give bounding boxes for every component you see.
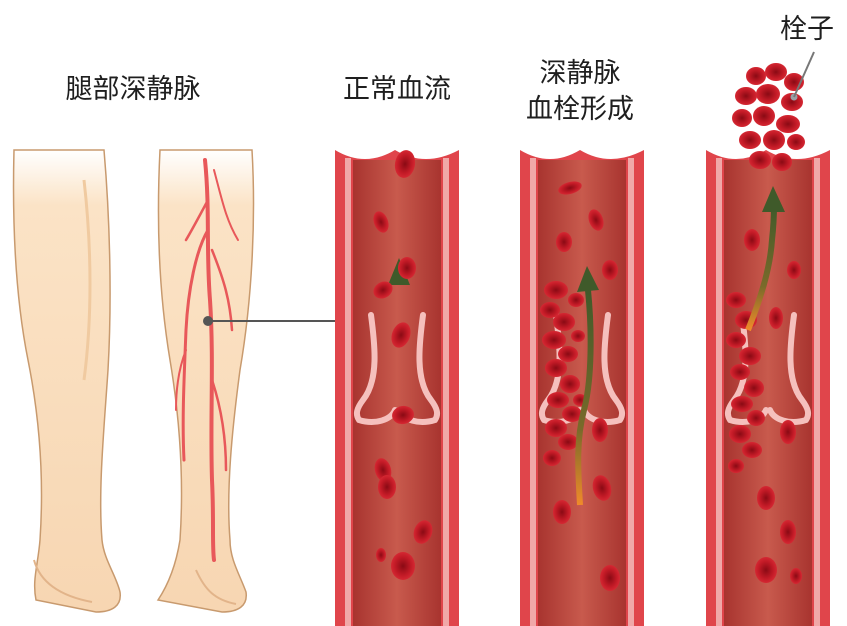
legs-illustration <box>14 150 340 612</box>
vessel-embolus <box>706 52 830 626</box>
vessel-normal-flow <box>335 148 459 626</box>
label-dvt-line1: 深静脉 <box>510 56 650 92</box>
label-dvt-line2: 血栓形成 <box>498 92 662 128</box>
embolus-clump <box>732 63 805 171</box>
label-embolus: 栓子 <box>772 12 842 48</box>
label-leg-deep-veins: 腿部深静脉 <box>48 72 218 108</box>
right-leg <box>158 150 254 612</box>
label-normal-flow: 正常血流 <box>322 72 472 108</box>
vessel-dvt <box>520 150 644 626</box>
left-leg <box>14 150 121 612</box>
